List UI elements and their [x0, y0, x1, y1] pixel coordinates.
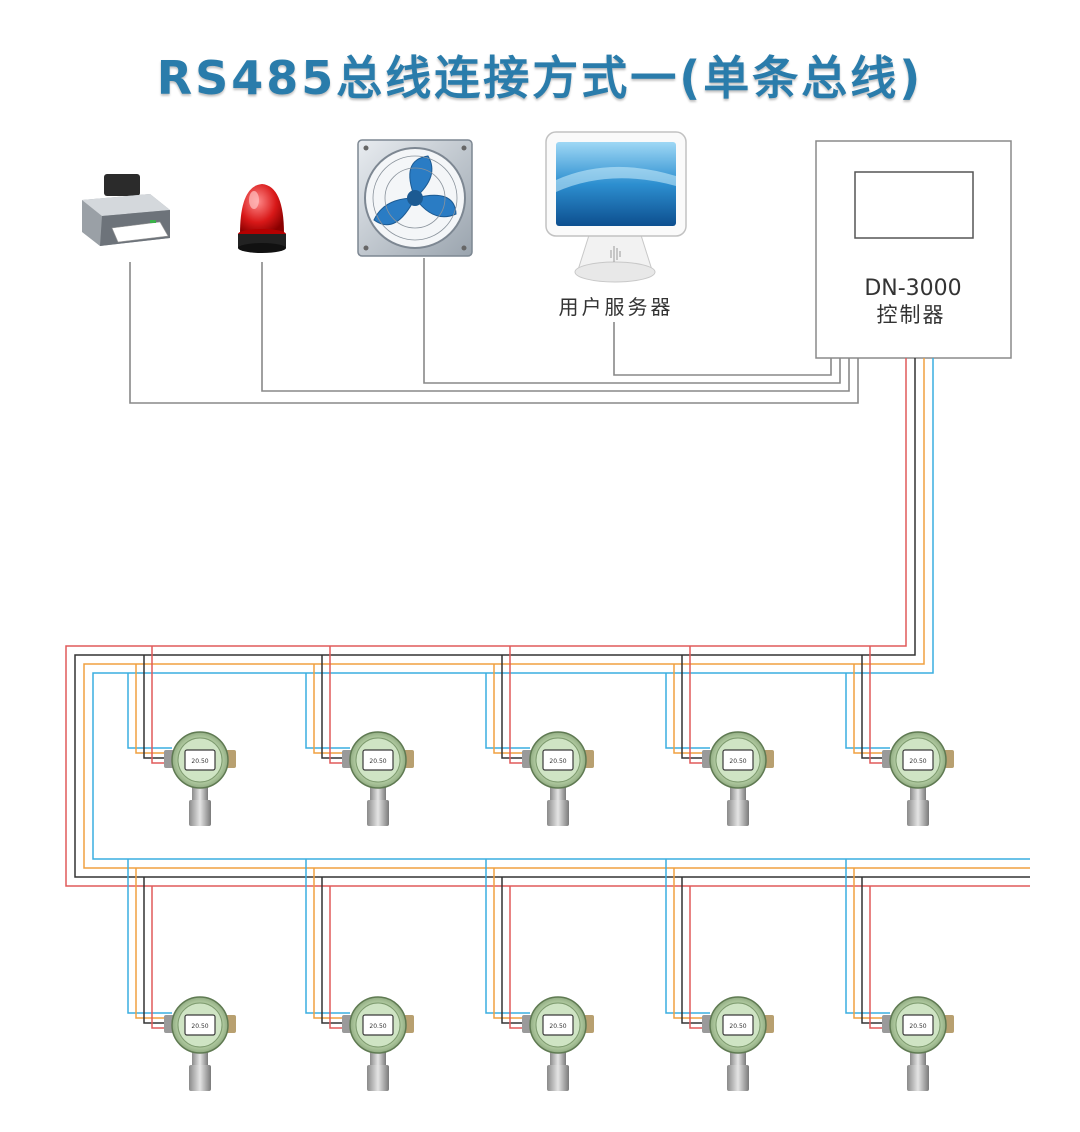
- detector-drop-wire: [143, 655, 172, 759]
- detector-sensor-head: [547, 1065, 569, 1091]
- detector-reading: 20.50: [909, 1023, 926, 1030]
- detector-drop-wire: [305, 859, 350, 1014]
- controller-box: [815, 140, 1012, 359]
- gas-detector-icon: 20.50: [342, 731, 414, 826]
- detector-display: [184, 749, 216, 771]
- controller-name: 控制器: [877, 303, 946, 327]
- detector-drop-wire: [485, 673, 530, 749]
- detector-display: [362, 1014, 394, 1036]
- alarm-wire: [261, 262, 850, 392]
- detector-display: [184, 1014, 216, 1036]
- gas-detector-icon: 20.50: [882, 731, 954, 826]
- gas-detector-icon: 20.50: [702, 731, 774, 826]
- exhaust-fan-icon: [357, 139, 473, 257]
- alarm-light-icon: [238, 184, 286, 253]
- gas-detector-icon: 20.50: [522, 731, 594, 826]
- detector-drop-wire: [845, 673, 890, 749]
- detector-drop-wire: [485, 859, 530, 1014]
- detector-sensor-head: [727, 800, 749, 826]
- detector-drop-wire: [493, 868, 530, 1019]
- detector-reading: 20.50: [191, 758, 208, 765]
- detector-display: [722, 1014, 754, 1036]
- printer-icon: [82, 174, 170, 246]
- detector-drop-wire: [329, 886, 350, 1029]
- detector-drop-wire: [313, 868, 350, 1019]
- monitor-icon: [545, 131, 687, 283]
- detector-drop-wire: [673, 664, 710, 754]
- detector-drop-wire: [853, 868, 890, 1019]
- gas-detector-icon: 20.50: [164, 996, 236, 1091]
- detector-sensor-head: [907, 800, 929, 826]
- controller-model: DN-3000: [864, 276, 961, 301]
- detector-drop-wire: [321, 877, 350, 1024]
- page-title: RS485总线连接方式一(单条总线): [156, 51, 924, 105]
- detector-drop-wire: [135, 868, 172, 1019]
- detector-drop-wire: [869, 886, 890, 1029]
- detector-drop-wire: [861, 655, 890, 759]
- detector-reading: 20.50: [549, 1023, 566, 1030]
- detector-reading: 20.50: [191, 1023, 208, 1030]
- server-wire: [613, 322, 832, 376]
- detector-display: [902, 749, 934, 771]
- device-wires: [129, 258, 859, 404]
- detector-sensor-head: [727, 1065, 749, 1091]
- detector-display: [542, 749, 574, 771]
- fan-wire: [423, 258, 841, 384]
- detector-sensor-head: [547, 800, 569, 826]
- detector-drop-wire: [321, 655, 350, 759]
- detector-drop-wire: [673, 868, 710, 1019]
- detector-drop-wire: [313, 664, 350, 754]
- detector-drop-wire: [493, 664, 530, 754]
- detectors: 20.50 20.50 20.50 20.50 20.50 20.50 20.50 20.50…: [164, 731, 954, 1091]
- detector-drop-wire: [305, 673, 350, 749]
- detector-reading: 20.50: [369, 1023, 386, 1030]
- detector-drop-wire: [853, 664, 890, 754]
- detector-reading: 20.50: [729, 1023, 746, 1030]
- detector-drop-wire: [689, 886, 710, 1029]
- detector-drop-wire: [845, 859, 890, 1014]
- detector-display: [542, 1014, 574, 1036]
- detector-reading: 20.50: [909, 758, 926, 765]
- detector-drop-wire: [151, 886, 172, 1029]
- gas-detector-icon: 20.50: [342, 996, 414, 1091]
- server-label: 用户服务器: [559, 295, 674, 319]
- detector-drop-wire: [501, 877, 530, 1024]
- bus-trunk-wire: [83, 358, 1030, 869]
- bus-trunk-wire: [74, 358, 1030, 878]
- detector-reading: 20.50: [369, 758, 386, 765]
- detector-sensor-head: [367, 1065, 389, 1091]
- detector-drop-wire: [509, 886, 530, 1029]
- detector-drop-wire: [665, 673, 710, 749]
- detector-drop-wire: [127, 859, 172, 1014]
- gas-detector-icon: 20.50: [522, 996, 594, 1091]
- detector-drop-wire: [127, 673, 172, 749]
- detector-sensor-head: [189, 1065, 211, 1091]
- detector-drop-wire: [681, 655, 710, 759]
- detector-drop-wire: [861, 877, 890, 1024]
- controller-screen: [854, 171, 974, 239]
- detector-sensor-head: [189, 800, 211, 826]
- detector-drop-wire: [135, 664, 172, 754]
- printer-wire: [129, 262, 859, 404]
- detector-display: [902, 1014, 934, 1036]
- gas-detector-icon: 20.50: [882, 996, 954, 1091]
- detector-drop-wire: [143, 877, 172, 1024]
- gas-detector-icon: 20.50: [702, 996, 774, 1091]
- detector-drop-wire: [501, 655, 530, 759]
- detector-reading: 20.50: [549, 758, 566, 765]
- detector-drop-wire: [665, 859, 710, 1014]
- detector-sensor-head: [907, 1065, 929, 1091]
- bus-trunk-wire: [65, 358, 1030, 887]
- detector-drop-wire: [681, 877, 710, 1024]
- gas-detector-icon: 20.50: [164, 731, 236, 826]
- detector-display: [362, 749, 394, 771]
- bus-trunk-wire: [92, 358, 1030, 860]
- detector-reading: 20.50: [729, 758, 746, 765]
- detector-sensor-head: [367, 800, 389, 826]
- rs485-bus: [65, 358, 1030, 1029]
- detector-display: [722, 749, 754, 771]
